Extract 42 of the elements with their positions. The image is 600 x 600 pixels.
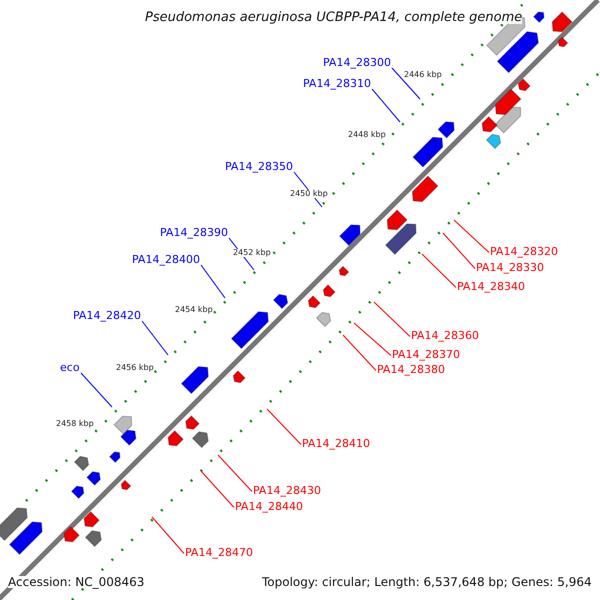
gene-label: PA14_28340 [457, 281, 525, 292]
position-label: 2452 kbp [233, 249, 271, 257]
position-label: 2456 kbp [116, 364, 154, 372]
leader-line [454, 220, 490, 253]
position-label: 2448 kbp [348, 131, 386, 139]
gene-label: PA14_28470 [185, 547, 253, 558]
gene-label: PA14_28370 [392, 349, 460, 360]
gene-label: PA14_28400 [132, 254, 200, 265]
map-title: Pseudomonas aeruginosa UCBPP-PA14, complete genome [145, 11, 522, 24]
position-label: 2450 kbp [290, 190, 328, 198]
gene-label: PA14_28320 [490, 246, 558, 257]
gene-label: PA14_28330 [476, 262, 544, 273]
leader-line [374, 302, 410, 337]
leader-line [218, 454, 252, 492]
info-text: Accession: NC_008463 [8, 576, 144, 588]
gene-label: PA14_28390 [160, 227, 228, 238]
leader-line [372, 88, 400, 122]
gene-label: PA14_28310 [303, 78, 371, 89]
leader-line [422, 254, 456, 288]
gene-label: PA14_28350 [225, 161, 293, 172]
info-text: Topology: circular; Length: 6,537,648 bp; Genes: 5,964 [262, 576, 592, 588]
leader-line [200, 264, 226, 298]
leader-line [266, 408, 302, 445]
gene-label: PA14_28430 [253, 485, 321, 496]
leader-line [442, 232, 476, 269]
position-label: 2454 kbp [175, 306, 213, 314]
leader-line [142, 320, 168, 356]
gene-label: PA14_28420 [73, 310, 141, 321]
leader-line [200, 470, 234, 508]
leader-line [342, 334, 376, 371]
gene-label: PA14_28300 [323, 57, 391, 68]
leader-line [392, 68, 420, 100]
position-label: 2458 kbp [56, 420, 94, 428]
leader-line [354, 322, 392, 356]
gene-label: PA14_28360 [411, 330, 479, 341]
leader-line [80, 372, 112, 408]
leader-line [152, 516, 184, 554]
gene-label: PA14_28410 [302, 438, 370, 449]
gene-label: PA14_28380 [377, 364, 445, 375]
position-label: 2446 kbp [404, 71, 442, 79]
gene-label: eco [60, 362, 80, 373]
gene-label: PA14_28440 [235, 501, 303, 512]
